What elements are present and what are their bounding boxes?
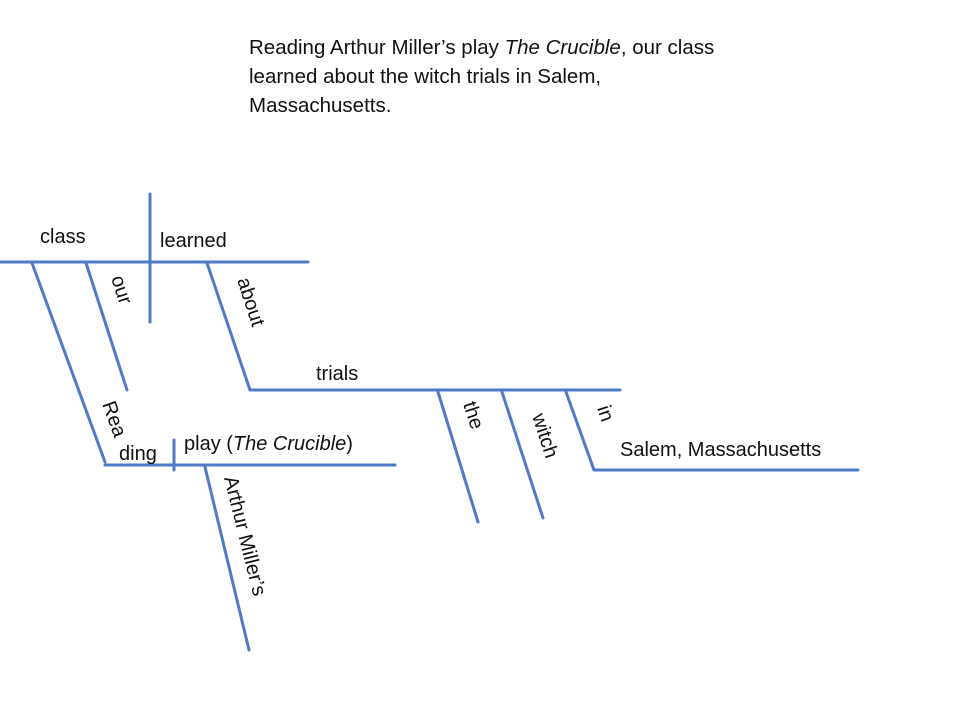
subject-label: class: [40, 226, 86, 248]
about-label: about: [232, 275, 269, 330]
witch-slant: [500, 390, 545, 520]
sentence-part-2: , our class learned about the witch tria…: [249, 36, 715, 117]
participle-label-part2: ding: [119, 443, 157, 465]
in-label: in: [592, 403, 618, 425]
the-slant: [436, 390, 480, 524]
example-sentence: Reading Arthur Miller’s play The Crucibl…: [249, 33, 749, 120]
the-label: the: [458, 399, 488, 432]
play-label-suffix: ): [346, 433, 353, 455]
salem-label: Salem, Massachusetts: [620, 439, 821, 461]
our-slant: [84, 261, 129, 392]
verb-label: learned: [160, 230, 227, 252]
sentence-part-1: Reading Arthur Miller’s play: [249, 36, 505, 59]
play-label-prefix: play (: [184, 433, 233, 455]
play-label-title: The Crucible: [233, 433, 346, 455]
participle-slant: [30, 261, 107, 464]
sentence-title: The Crucible: [504, 36, 621, 59]
participle-label-part1: Rea: [97, 398, 131, 441]
arthur-label: Arthur Miller’s: [219, 474, 270, 598]
arthur-slant: [203, 465, 251, 652]
witch-label: witch: [527, 410, 562, 461]
trials-label: trials: [316, 363, 358, 385]
about-slant: [205, 261, 252, 392]
our-label: our: [106, 273, 136, 308]
play-label: play (The Crucible): [184, 433, 353, 455]
in-slant: [564, 390, 596, 472]
